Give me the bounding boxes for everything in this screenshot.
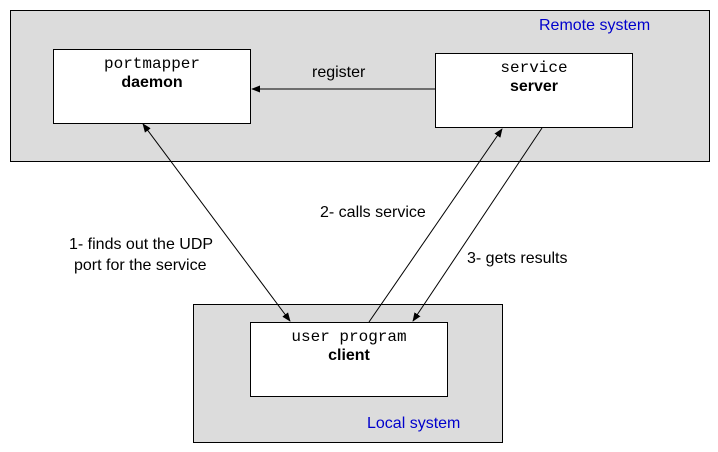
finds-out-label-line1: 1- finds out the UDP [69,236,214,253]
remote-system-label: Remote system [539,17,651,34]
service-label: service [500,59,568,77]
calls-service-label: 2- calls service [320,204,426,221]
user-program-label: user program [291,328,407,346]
client-label: client [328,347,370,364]
gets-results-label: 3- gets results [467,250,568,267]
portmapper-label: portmapper [103,55,200,73]
daemon-label: daemon [121,74,183,91]
user-program-client-box: user program client [250,322,448,397]
register-label: register [312,64,366,81]
finds-out-label-line2: port for the service [74,257,207,274]
server-label: server [509,78,559,95]
local-system-label: Local system [367,415,461,432]
portmapper-daemon-box: portmapper daemon [53,49,251,124]
service-server-box: service server [435,53,633,128]
